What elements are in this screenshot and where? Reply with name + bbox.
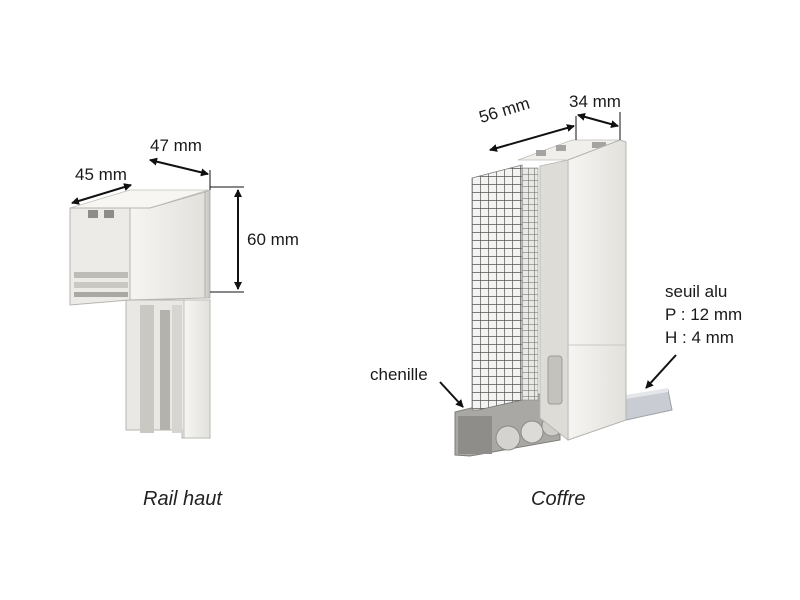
rail-end-track — [74, 282, 128, 288]
chenille-holder — [458, 416, 492, 454]
seuil-depth: P : 12 mm — [665, 305, 743, 324]
dim-label-60: 60 mm — [247, 230, 299, 249]
fly-screen-mesh — [471, 164, 523, 411]
seuil-height: H : 4 mm — [665, 328, 734, 347]
rail-haut-caption: Rail haut — [143, 488, 222, 510]
rail-end-track — [74, 272, 128, 278]
rail-end-slot — [88, 210, 98, 218]
seuil-pointer — [645, 354, 677, 389]
chenille-roller — [495, 425, 521, 451]
coffre-front-face — [567, 139, 627, 441]
rail-open-end — [69, 207, 131, 306]
rail-front-face — [129, 191, 206, 301]
dim-label-34: 34 mm — [569, 92, 621, 111]
seuil-alu-label: seuil alu P : 12 mm H : 4 mm — [665, 283, 742, 352]
chenille-label: chenille — [370, 365, 428, 384]
coffre-profile — [454, 139, 673, 457]
rail-haut-profile — [69, 189, 211, 439]
dim-label-47: 47 mm — [150, 136, 202, 155]
dim-arrow-56 — [489, 124, 575, 152]
seuil-alu-top — [620, 388, 668, 400]
seuil-title: seuil alu — [665, 282, 728, 301]
rail-channel-face — [183, 299, 211, 439]
rail-channel-groove — [172, 305, 182, 433]
chenille-roller — [520, 420, 544, 444]
coffre-caption: Coffre — [531, 488, 586, 510]
dim-label-45: 45 mm — [75, 165, 127, 184]
coffre-top-slot — [592, 142, 606, 148]
chenille-pointer — [439, 381, 464, 408]
dim-arrow-47 — [149, 157, 209, 177]
rail-end-slot — [104, 210, 114, 218]
mesh-strip — [521, 167, 539, 401]
rail-channel-groove — [140, 305, 154, 433]
dim-arrow-45 — [71, 183, 132, 205]
coffre-inner-channel — [547, 355, 563, 405]
rail-end-track — [74, 292, 128, 297]
coffre-top-slot — [556, 145, 566, 151]
coffre-top-slot — [536, 150, 546, 156]
rail-channel-groove — [160, 310, 170, 430]
rail-side-face — [204, 189, 211, 299]
dim-arrow-34 — [577, 112, 619, 129]
